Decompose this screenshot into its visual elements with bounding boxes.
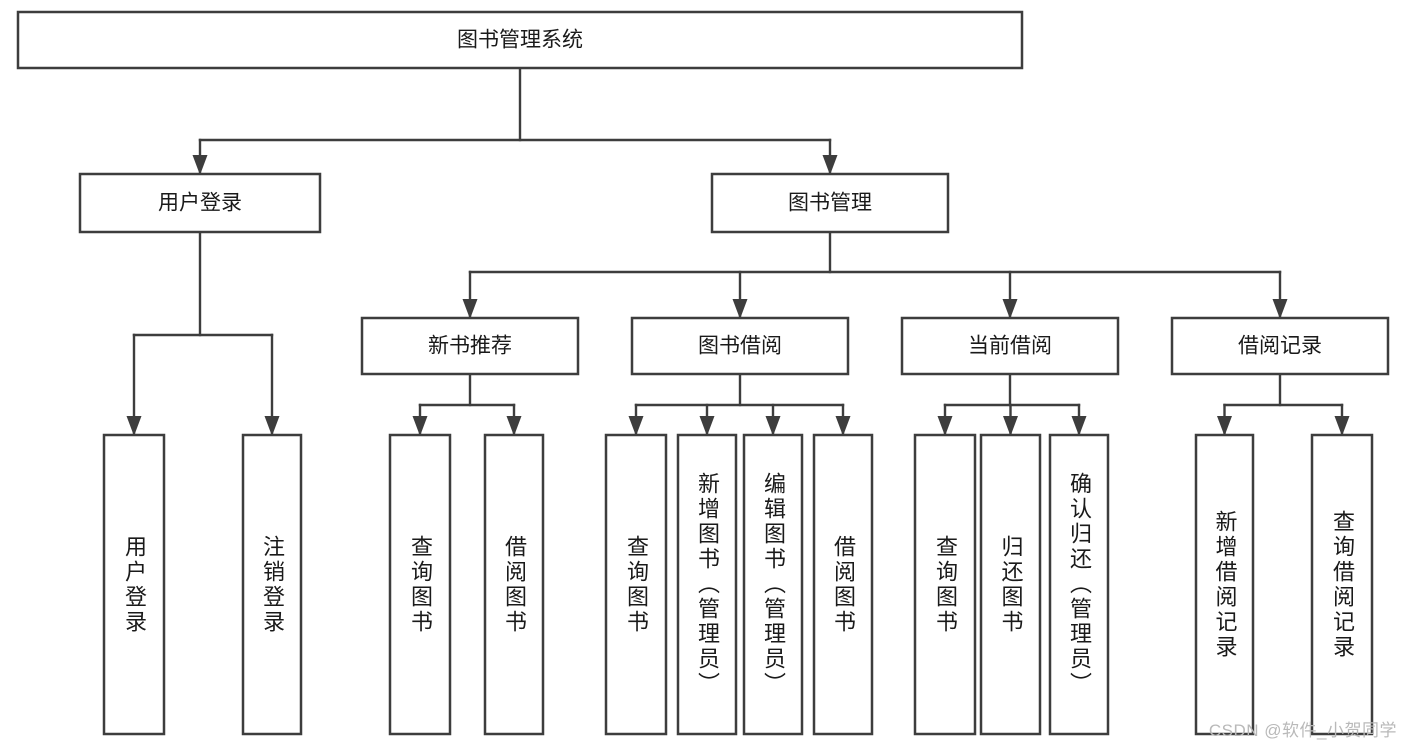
node-leaf-leaf-return-book[interactable]	[979, 433, 1042, 736]
node-level2-user-login-label: 用户登录	[158, 192, 242, 215]
node-leaf-leaf-add-book[interactable]	[676, 433, 738, 736]
node-leaf-leaf-user-logout[interactable]	[241, 433, 303, 736]
node-level3-book-borrow-label: 图书借阅	[698, 335, 782, 358]
connector-conn-newbook-to-leaves	[412, 372, 522, 436]
arrow-head-icon	[699, 416, 715, 436]
arrow-head-icon	[412, 416, 428, 436]
arrow-head-icon	[628, 416, 644, 436]
connector-conn-root-to-level2	[192, 66, 838, 175]
arrow-head-icon	[192, 155, 208, 175]
arrow-head-icon	[506, 416, 522, 436]
node-level3-borrow-record-label: 借阅记录	[1238, 335, 1322, 358]
node-leaf-leaf-add-borrow-record[interactable]	[1194, 433, 1255, 736]
arrow-head-icon	[822, 155, 838, 175]
arrow-head-icon	[126, 416, 142, 436]
arrow-head-icon	[1334, 416, 1350, 436]
arrow-head-icon	[765, 416, 781, 436]
node-leaf-leaf-edit-book[interactable]	[742, 433, 804, 736]
node-level3-new-book-rec[interactable]	[360, 316, 580, 376]
node-level2-user-login[interactable]	[78, 172, 322, 234]
node-leaf-leaf-user-login[interactable]	[102, 433, 166, 736]
arrow-head-icon	[1272, 299, 1288, 319]
node-leaf-leaf-query-book-current[interactable]	[913, 433, 977, 736]
node-level3-book-borrow[interactable]	[630, 316, 850, 376]
node-level2-book-manage[interactable]	[710, 172, 950, 234]
node-leaf-leaf-confirm-return[interactable]	[1048, 433, 1110, 736]
arrow-head-icon	[732, 299, 748, 319]
node-leaf-leaf-borrow-book-rec[interactable]	[483, 433, 545, 736]
boxes-layer	[16, 10, 1390, 736]
arrow-head-icon	[1217, 416, 1232, 436]
node-root-root[interactable]	[16, 10, 1024, 70]
node-root-root-label: 图书管理系统	[457, 29, 583, 52]
node-leaf-leaf-query-borrow-record[interactable]	[1310, 433, 1374, 736]
connectors-layer	[126, 66, 1350, 436]
node-leaf-leaf-borrow-book[interactable]	[812, 433, 874, 736]
node-leaf-leaf-query-book-borrow[interactable]	[604, 433, 668, 736]
arrow-head-icon	[1002, 299, 1018, 319]
csdn-watermark: CSDN @软件_小贺同学	[1208, 721, 1397, 740]
connector-conn-bookborrow-to-leaves	[628, 372, 851, 436]
node-level2-book-manage-label: 图书管理	[788, 192, 872, 215]
connector-conn-userlogin-to-leaves	[126, 230, 280, 436]
node-leaf-leaf-query-book-rec[interactable]	[388, 433, 452, 736]
node-level3-borrow-record[interactable]	[1170, 316, 1390, 376]
connector-conn-bookmanage-to-level3	[462, 230, 1288, 319]
arrow-head-icon	[264, 416, 280, 436]
arrow-head-icon	[937, 416, 953, 436]
connector-conn-currentborrow-to-leaves	[937, 372, 1087, 436]
arrow-head-icon	[835, 416, 851, 436]
node-level3-current-borrow-label: 当前借阅	[968, 335, 1052, 358]
arrow-head-icon	[462, 299, 478, 319]
node-level3-new-book-rec-label: 新书推荐	[428, 335, 512, 358]
node-level3-current-borrow[interactable]	[900, 316, 1120, 376]
arrow-head-icon	[1003, 416, 1018, 436]
connector-conn-borrowrecord-to-leaves	[1217, 372, 1350, 436]
arrow-head-icon	[1071, 416, 1087, 436]
